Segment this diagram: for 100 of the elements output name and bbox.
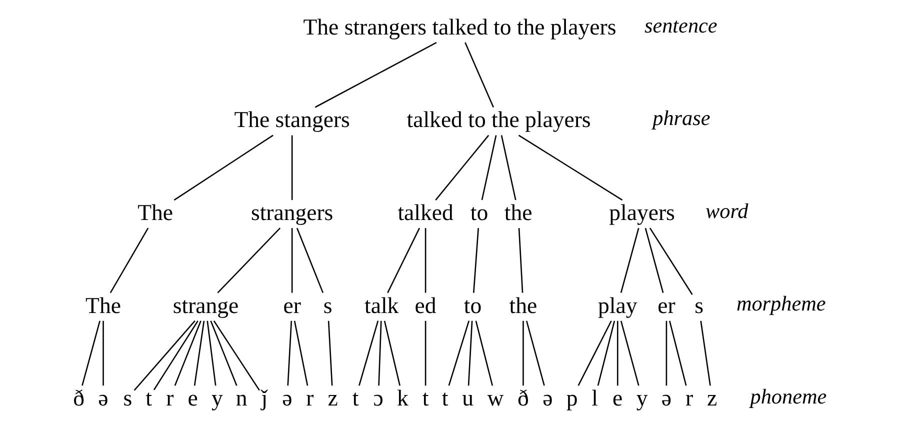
connector [481, 135, 497, 200]
node-text: talked to the players [406, 107, 591, 132]
node-text: y [636, 386, 648, 411]
node-text: ɔ [373, 386, 384, 411]
node-text: ə [661, 386, 672, 411]
connector [291, 228, 293, 293]
connector [378, 320, 382, 386]
node-text: s [694, 292, 704, 318]
label: phrase [652, 106, 710, 130]
connector [666, 320, 668, 386]
node-text: The [138, 200, 174, 226]
connector [82, 320, 100, 386]
connector [134, 320, 196, 391]
node-text: e [188, 386, 198, 411]
node-text: The stangers [234, 107, 350, 132]
node-text: z [328, 386, 338, 411]
connector [475, 320, 494, 386]
node-text: ǰ [261, 386, 268, 411]
node-text: to [470, 200, 488, 226]
connector [424, 228, 426, 293]
node-text: r [685, 386, 694, 411]
connector [649, 228, 693, 295]
node-text: strange [172, 292, 239, 318]
connector [526, 320, 545, 386]
node-text: ə [98, 386, 108, 411]
node-text: t [442, 386, 448, 411]
connector [464, 42, 494, 108]
connector [597, 320, 616, 386]
node-text: ð [73, 386, 85, 411]
node-text: talk [364, 292, 399, 318]
connector [287, 320, 292, 386]
connector [358, 320, 379, 386]
connector [174, 320, 202, 386]
connector [328, 320, 333, 386]
connector [153, 320, 198, 390]
connector [616, 320, 618, 386]
label: word [706, 198, 748, 223]
connector [448, 320, 470, 386]
connector [110, 228, 149, 294]
connector [500, 135, 516, 200]
node-text: w [487, 386, 504, 411]
node-text: t [146, 386, 152, 411]
node-text: s [123, 386, 132, 411]
connector [644, 228, 664, 293]
node-text: s [323, 292, 332, 318]
connector [522, 320, 524, 386]
node-text: z [706, 386, 718, 411]
connector [174, 134, 274, 201]
node-text: n [236, 386, 248, 411]
node-text: ed [414, 292, 436, 318]
node-text: The strangers talked to the players [303, 14, 616, 40]
node-text: r [166, 386, 174, 411]
node-text: the [504, 200, 532, 226]
connector [296, 228, 324, 294]
label: sentence [644, 13, 718, 38]
connector [291, 135, 293, 200]
connector [473, 228, 479, 293]
connector [213, 320, 260, 391]
connector [294, 320, 308, 386]
connector [620, 320, 640, 386]
connector [206, 320, 216, 386]
node-text: ə [542, 386, 553, 411]
connector [700, 320, 711, 386]
node-text: The [86, 292, 121, 318]
node-text: play [598, 292, 638, 318]
connector [210, 320, 238, 386]
connector [194, 320, 205, 386]
connector [424, 320, 426, 386]
node-text: u [462, 386, 474, 411]
connector [578, 320, 612, 386]
connector [384, 320, 400, 386]
node-text: t [422, 386, 429, 411]
connector [435, 134, 490, 200]
node-text: the [509, 292, 538, 318]
connector [669, 320, 687, 386]
connector [620, 228, 640, 293]
node-text: to [464, 292, 482, 318]
connector [468, 320, 473, 386]
node-text: strangers [250, 200, 334, 226]
node-text: players [609, 200, 675, 226]
node-text: ə [282, 386, 292, 411]
node-text: talked [398, 200, 454, 226]
node-text: e [612, 386, 623, 411]
connector [102, 320, 104, 386]
label: morpheme [736, 292, 826, 316]
node-text: ð [518, 386, 529, 411]
connector [518, 228, 524, 293]
connector [314, 42, 437, 108]
node-text: t [352, 386, 359, 411]
node-text: l [592, 386, 598, 411]
node-text: p [566, 386, 578, 411]
node-text: er [658, 292, 676, 318]
node-text: y [212, 386, 223, 411]
node-text: k [397, 386, 408, 411]
connector [518, 134, 623, 201]
connector [387, 228, 420, 294]
node-text: er [283, 292, 301, 318]
node-text: r [306, 386, 314, 411]
label: phoneme [750, 384, 827, 408]
connector [217, 228, 281, 294]
